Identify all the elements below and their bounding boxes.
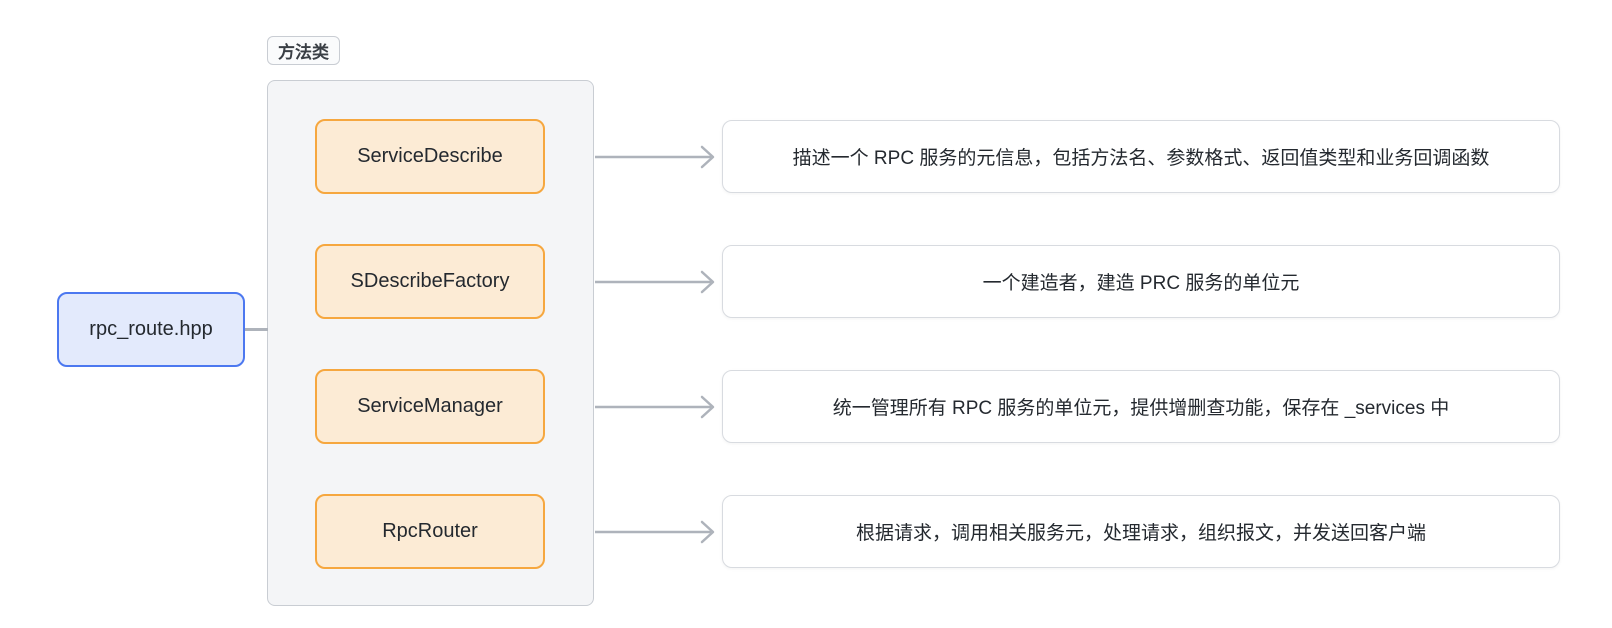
group-label: 方法类 [278,43,329,62]
description-service-describe[interactable]: 描述一个 RPC 服务的元信息，包括方法名、参数格式、返回值类型和业务回调函数 [722,120,1560,193]
node-rpc-router[interactable]: RpcRouter [315,494,545,569]
node-sdescribe-factory[interactable]: SDescribeFactory [315,244,545,319]
description-text: 统一管理所有 RPC 服务的单位元，提供增删查功能，保存在 _services … [832,398,1450,419]
class-node-label: RpcRouter [382,520,478,542]
class-node-label: SDescribeFactory [350,270,510,292]
node-service-describe[interactable]: ServiceDescribe [315,119,545,194]
arrow-right-icon[interactable] [595,269,722,295]
arrow-right-icon[interactable] [595,394,722,420]
arrow-right-icon[interactable] [595,144,722,170]
description-rpc-router[interactable]: 根据请求，调用相关服务元，处理请求，组织报文，并发送回客户端 [722,495,1560,568]
group-label-badge[interactable]: 方法类 [267,36,340,65]
root-connector-line [245,328,268,331]
description-text: 一个建造者，建造 PRC 服务的单位元 [982,273,1300,294]
node-rpc-route-hpp[interactable]: rpc_route.hpp [57,292,245,367]
description-text: 描述一个 RPC 服务的元信息，包括方法名、参数格式、返回值类型和业务回调函数 [792,148,1490,169]
class-node-label: ServiceManager [357,395,503,417]
description-sdescribe-factory[interactable]: 一个建造者，建造 PRC 服务的单位元 [722,245,1560,318]
arrow-right-icon[interactable] [595,519,722,545]
root-node-label: rpc_route.hpp [89,318,213,340]
description-text: 根据请求，调用相关服务元，处理请求，组织报文，并发送回客户端 [855,523,1426,544]
class-node-label: ServiceDescribe [357,145,503,167]
description-service-manager[interactable]: 统一管理所有 RPC 服务的单位元，提供增删查功能，保存在 _services … [722,370,1560,443]
node-service-manager[interactable]: ServiceManager [315,369,545,444]
